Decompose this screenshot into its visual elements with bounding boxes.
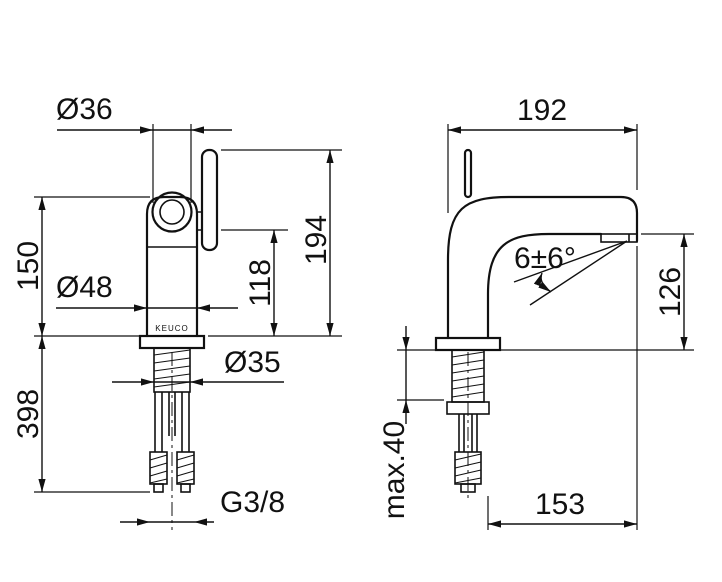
side-view-dimensions: 192 6±6° 126 max.40 153 [378, 94, 694, 530]
lever-handle-side [463, 148, 473, 199]
faucet-body-side-outer [446, 195, 639, 340]
dim-connection-thread: G3/8 [120, 486, 285, 526]
dim-body-height: 150 [12, 196, 150, 337]
dim-deck-thickness: max.40 [378, 326, 411, 519]
dim-label-g38: G3/8 [220, 486, 285, 519]
lever-joint-lines [197, 211, 202, 231]
dim-spray-angle: 6±6° [513, 240, 628, 306]
dim-label-angle: 6±6° [514, 242, 576, 275]
dim-label-126: 126 [654, 267, 687, 317]
dim-spout-underside-height: 118 [221, 229, 288, 336]
dim-below-deck-length: 398 [12, 336, 150, 493]
dim-body-diameter: Ø48 [56, 271, 238, 312]
lever-handle-front [200, 148, 219, 252]
faucet-body-side-inner [486, 232, 603, 340]
dim-label-194: 194 [300, 215, 333, 265]
brand-logo-text: KEUCO [155, 324, 188, 333]
dim-label-dia36: Ø36 [56, 93, 113, 126]
dim-label-dia48: Ø48 [56, 271, 113, 304]
spout-end-circle-outer [151, 191, 193, 233]
dim-outlet-projection: 153 [487, 246, 638, 530]
faucet-body-front [145, 195, 199, 338]
front-view: KEUCO [138, 148, 219, 530]
dim-outlet-height: 126 [641, 233, 694, 350]
connector-nipple-left [153, 483, 164, 493]
supply-hoses-front [154, 392, 190, 452]
dim-label-192: 192 [517, 94, 567, 127]
side-view [397, 148, 694, 498]
dim-overall-height: 194 [208, 149, 342, 337]
dim-label-398: 398 [12, 389, 45, 439]
dim-projection: 192 [447, 94, 638, 213]
threaded-shank-front [153, 347, 191, 393]
dim-spout-diameter: Ø36 [56, 93, 232, 203]
dim-label-dia35: Ø35 [224, 346, 281, 379]
dim-label-118: 118 [244, 259, 277, 307]
connector-hatch-right [176, 454, 195, 484]
dim-label-153: 153 [535, 488, 585, 521]
base-flange-side [434, 336, 502, 352]
dim-label-150: 150 [12, 241, 45, 291]
base-flange-front [138, 334, 206, 350]
connector-nipple-right [180, 483, 191, 493]
dim-label-max40: max.40 [378, 421, 411, 519]
spout-end-circle-inner [159, 199, 185, 225]
dim-shank-diameter: Ø35 [112, 346, 284, 386]
aerator-outlet [600, 233, 638, 243]
supply-hoses-side [458, 414, 478, 452]
front-view-dimensions: Ø36 150 Ø48 118 194 [12, 93, 342, 526]
connector-hatch-left [149, 454, 168, 484]
